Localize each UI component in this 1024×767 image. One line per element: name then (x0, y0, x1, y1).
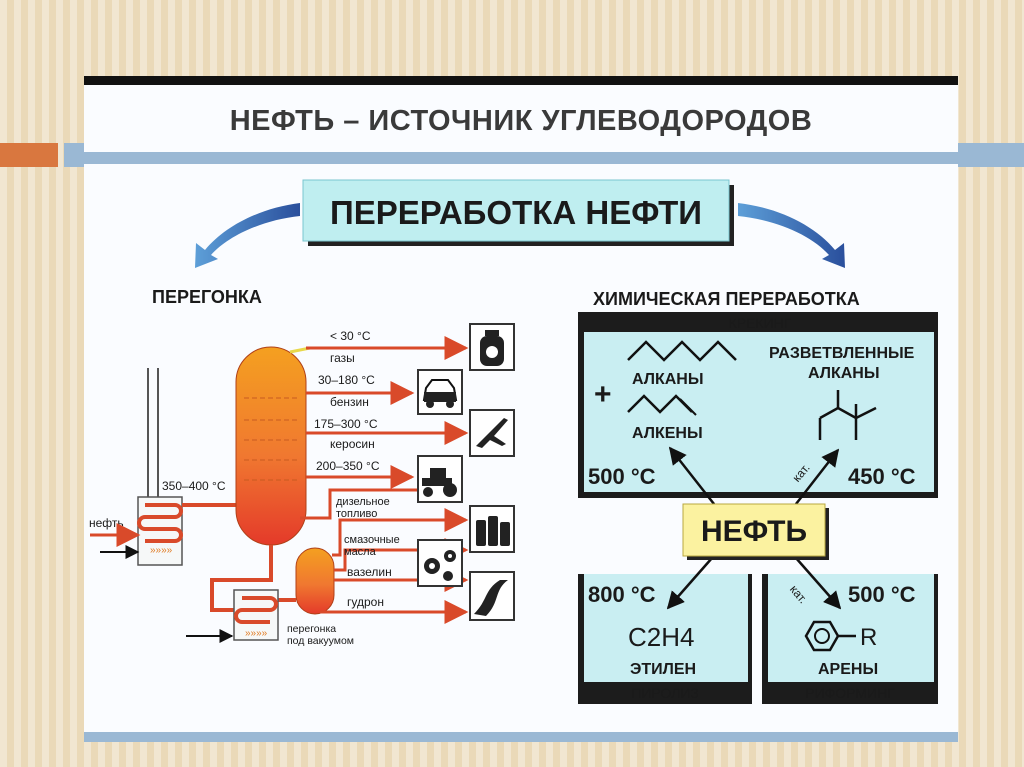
alkenes-label: АЛКЕНЫ (632, 425, 703, 442)
chimney (147, 368, 159, 500)
cracking-temp-right: 450 °C (848, 464, 916, 489)
column-bottom-pipe (210, 545, 273, 612)
branched-alkane-skeleton-icon (818, 390, 877, 440)
radical-label: R (860, 624, 877, 651)
title-underline-band (84, 152, 958, 164)
vacuum-column (295, 547, 335, 615)
fraction-name-gasoline: бензин (330, 395, 369, 409)
alkene-zigzag-icon (627, 394, 697, 416)
fraction-name-gases: газы (330, 351, 355, 365)
tractor-icon (417, 455, 463, 503)
svg-text:»»»»: »»»» (150, 545, 173, 556)
right-heading: ХИМИЧЕСКАЯ ПЕРЕРАБОТКА (593, 289, 860, 309)
input-label: нефть (89, 516, 124, 530)
pyrolysis-panel: ПИРОЛИЗ (578, 574, 752, 704)
center-oil-label: НЕФТЬ (701, 515, 807, 548)
ethylene-formula: C2H4 (628, 622, 694, 652)
accent-bar-blue-right (958, 143, 1024, 167)
center-oil-box: НЕФТЬ (682, 503, 829, 560)
road-icon (469, 571, 515, 621)
pyrolysis-temp: 800 °C (588, 582, 656, 607)
main-heading-box: ПЕРЕРАБОТКА НЕФТИ (302, 179, 734, 246)
benzene-ring-icon (804, 620, 856, 652)
alkane-zigzag-icon (627, 340, 737, 362)
bottom-band (84, 732, 958, 742)
alkanes-label: АЛКАНЫ (632, 371, 704, 388)
arenes-label: АРЕНЫ (818, 661, 878, 678)
furnace: »»»» (137, 496, 183, 566)
gears-icon (417, 539, 463, 587)
reforming-panel: РИФОРМИНГ (762, 574, 938, 704)
car-icon (417, 369, 463, 415)
fraction-temp-diesel: 200–350 °C (316, 459, 380, 473)
plus-sign: + (594, 378, 612, 411)
fraction-temp-gases: < 30 °C (330, 329, 371, 343)
branched-alkanes-label-line2: АЛКАНЫ (808, 365, 880, 382)
branched-alkanes-label-line1: РАЗВЕТВЛЕННЫЕ (769, 345, 915, 362)
cracking-temp-left: 500 °C (588, 464, 656, 489)
furnace-temp: 350–400 °C (162, 479, 226, 493)
gas-bottle-icon (469, 323, 515, 371)
fraction-temp-gasoline: 30–180 °C (318, 373, 375, 387)
vacuum-label: перегонка под вакуумом (287, 623, 354, 647)
cracking-panel: КРЕКИНГ (578, 312, 938, 498)
fraction-name-tar: гудрон (347, 595, 384, 609)
reforming-header: РИФОРМИНГ (805, 685, 895, 701)
reforming-temp: 500 °C (848, 582, 916, 607)
accent-bar-blue-left (64, 143, 84, 167)
oil-cans-icon (469, 505, 515, 553)
distillation-column (235, 346, 307, 546)
right-curved-arrow (738, 203, 845, 268)
airplane-icon (469, 409, 515, 457)
accent-bar-orange (0, 143, 58, 167)
fraction-name-kerosene: керосин (330, 437, 375, 451)
left-heading: ПЕРЕГОНКА (152, 287, 262, 307)
fraction-temp-kerosene: 175–300 °C (314, 417, 378, 431)
cracking-header: КРЕКИНГ (729, 315, 792, 331)
main-heading: ПЕРЕРАБОТКА НЕФТИ (330, 194, 702, 231)
fraction-name-vaseline: вазелин (347, 565, 392, 579)
pyrolysis-header: ПИРОЛИЗ (631, 685, 699, 701)
ethylene-label: ЭТИЛЕН (630, 661, 696, 678)
fraction-pipes (300, 336, 469, 624)
slide-title: НЕФТЬ – ИСТОЧНИК УГЛЕВОДОРОДОВ (229, 105, 813, 137)
svg-text:»»»»: »»»» (245, 628, 268, 639)
reaction-arrows (666, 446, 842, 610)
left-curved-arrow (195, 203, 300, 268)
vacuum-furnace: »»»» (233, 589, 279, 641)
